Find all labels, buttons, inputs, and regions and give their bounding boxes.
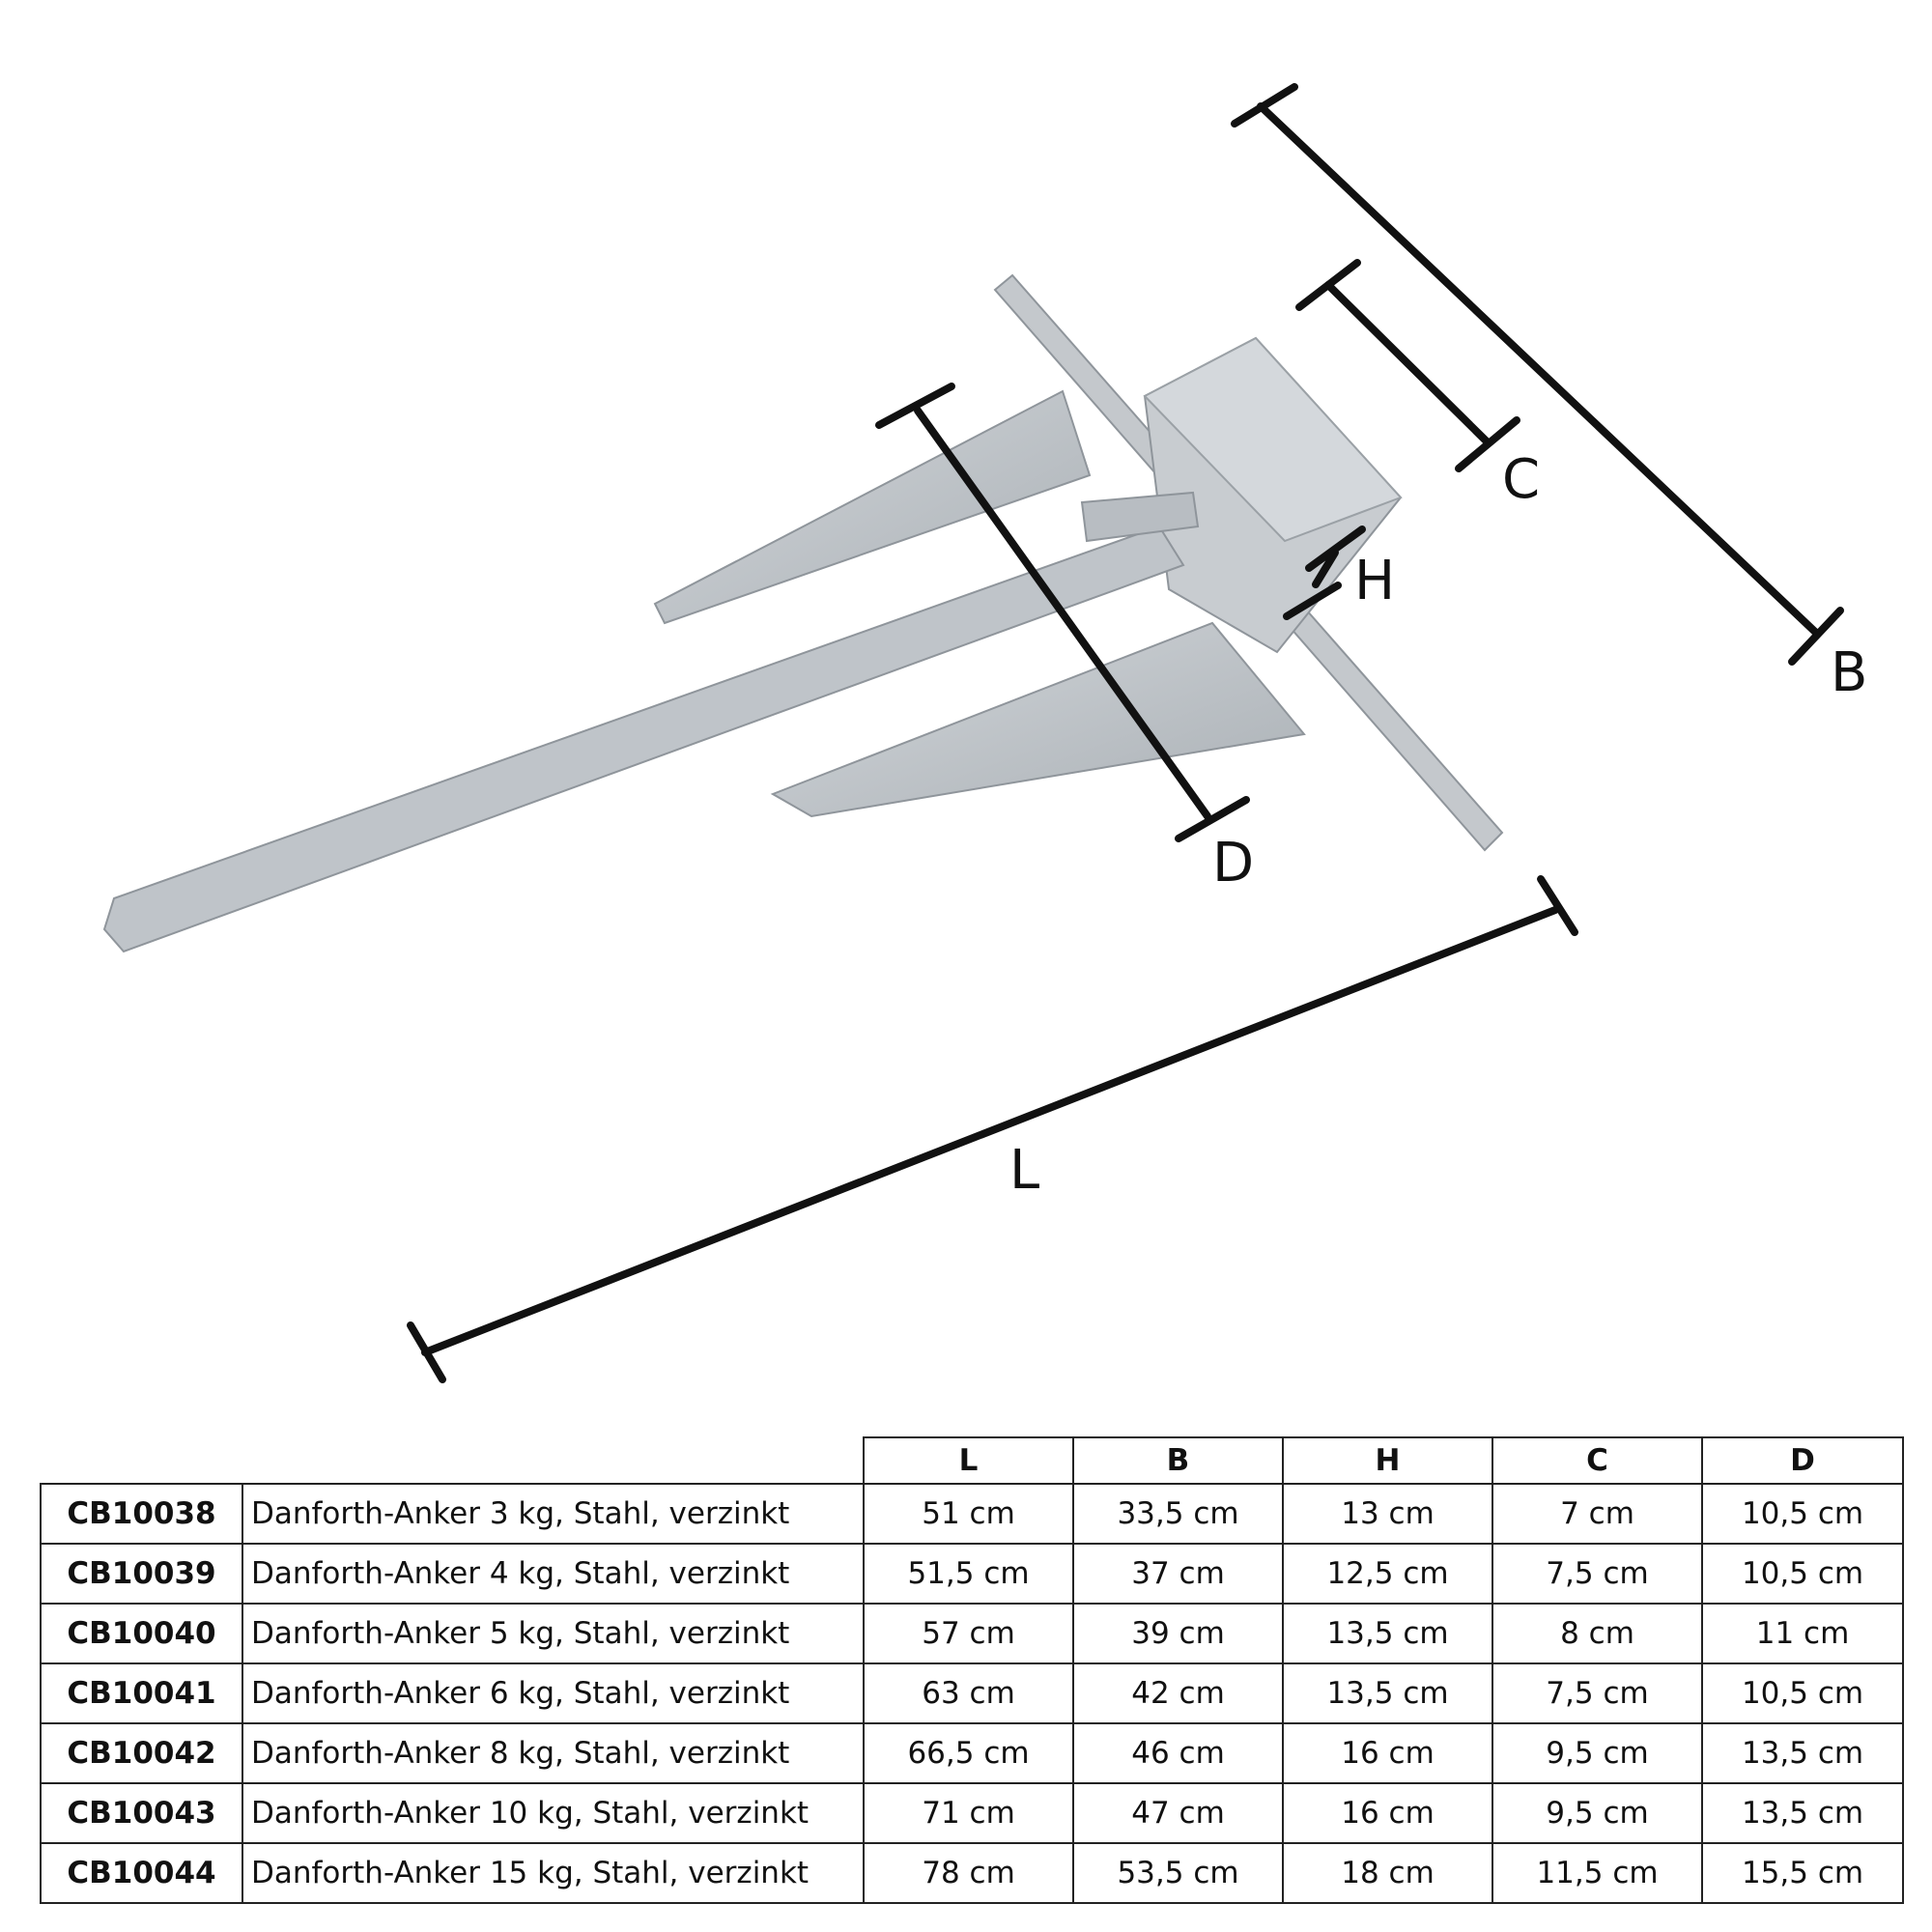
table-row: CB10038 Danforth-Anker 3 kg, Stahl, verz…	[40, 1483, 1904, 1545]
value-c: 7 cm	[1492, 1483, 1703, 1545]
anchor-spec-table: L B H C D CB10038 Danforth-Anker 3 kg, S…	[40, 1436, 1904, 1904]
value-b: 39 cm	[1072, 1603, 1284, 1664]
value-d: 10,5 cm	[1701, 1543, 1904, 1605]
value-c: 9,5 cm	[1492, 1722, 1703, 1784]
column-header-b: B	[1072, 1436, 1284, 1485]
value-h: 12,5 cm	[1282, 1543, 1493, 1605]
value-b: 33,5 cm	[1072, 1483, 1284, 1545]
product-description: Danforth-Anker 6 kg, Stahl, verzinkt	[242, 1662, 865, 1724]
dimension-label-d: D	[1212, 832, 1254, 895]
value-h: 13 cm	[1282, 1483, 1493, 1545]
dimension-d-tick-end	[1175, 796, 1250, 842]
column-header-c: C	[1492, 1436, 1703, 1485]
value-c: 9,5 cm	[1492, 1782, 1703, 1844]
dimension-b-line	[1257, 102, 1820, 637]
value-d: 11 cm	[1701, 1603, 1904, 1664]
value-b: 53,5 cm	[1072, 1842, 1284, 1904]
value-h: 16 cm	[1282, 1722, 1493, 1784]
table-row: CB10040 Danforth-Anker 5 kg, Stahl, verz…	[40, 1603, 1904, 1664]
table-row: CB10039 Danforth-Anker 4 kg, Stahl, verz…	[40, 1543, 1904, 1605]
dimension-l-tick-start	[407, 1321, 446, 1383]
value-l: 63 cm	[863, 1662, 1074, 1724]
dimension-l-tick-end	[1537, 875, 1578, 936]
table-row: CB10043 Danforth-Anker 10 kg, Stahl, ver…	[40, 1782, 1904, 1844]
product-code: CB10039	[40, 1543, 243, 1605]
dimension-label-b: B	[1831, 641, 1867, 704]
product-code: CB10043	[40, 1782, 243, 1844]
table-header-row: L B H C D	[41, 1436, 1904, 1485]
dimension-h-line	[1312, 549, 1339, 588]
product-description: Danforth-Anker 3 kg, Stahl, verzinkt	[242, 1483, 865, 1545]
table-row: CB10042 Danforth-Anker 8 kg, Stahl, verz…	[40, 1722, 1904, 1784]
value-d: 10,5 cm	[1701, 1483, 1904, 1545]
dimension-l-line	[421, 906, 1559, 1356]
dimension-lines	[407, 83, 1844, 1383]
header-blank-code	[41, 1437, 242, 1484]
value-b: 47 cm	[1072, 1782, 1284, 1844]
dimension-b-tick-end	[1788, 607, 1844, 666]
anchor-dimension-diagram: C H B D L	[102, 83, 1867, 1383]
product-code: CB10042	[40, 1722, 243, 1784]
danforth-anchor-illustration	[102, 273, 1504, 953]
product-description: Danforth-Anker 8 kg, Stahl, verzinkt	[242, 1722, 865, 1784]
value-d: 13,5 cm	[1701, 1722, 1904, 1784]
anchor-crown-top	[1143, 336, 1403, 543]
value-c: 11,5 cm	[1492, 1842, 1703, 1904]
value-l: 71 cm	[863, 1782, 1074, 1844]
table-row: CB10044 Danforth-Anker 15 kg, Stahl, ver…	[40, 1842, 1904, 1904]
product-code: CB10040	[40, 1603, 243, 1664]
anchor-lower-fluke	[770, 621, 1306, 818]
header-blank-description	[242, 1437, 864, 1484]
dimension-label-l: L	[1009, 1139, 1039, 1202]
value-l: 51 cm	[863, 1483, 1074, 1545]
column-header-l: L	[863, 1436, 1074, 1485]
product-description: Danforth-Anker 10 kg, Stahl, verzinkt	[242, 1782, 865, 1844]
value-h: 13,5 cm	[1282, 1603, 1493, 1664]
column-header-d: D	[1701, 1436, 1904, 1485]
value-h: 13,5 cm	[1282, 1662, 1493, 1724]
value-c: 7,5 cm	[1492, 1662, 1703, 1724]
dimension-c-tick-start	[1295, 259, 1361, 311]
value-l: 78 cm	[863, 1842, 1074, 1904]
dimension-c-line	[1324, 281, 1492, 446]
anchor-shank	[102, 525, 1185, 953]
dimension-d-line	[914, 407, 1211, 820]
product-description: Danforth-Anker 15 kg, Stahl, verzinkt	[242, 1842, 865, 1904]
product-description: Danforth-Anker 4 kg, Stahl, verzinkt	[242, 1543, 865, 1605]
dimension-h-tick-end	[1283, 582, 1342, 620]
anchor-shank-arm	[1080, 491, 1200, 543]
value-b: 37 cm	[1072, 1543, 1284, 1605]
value-d: 10,5 cm	[1701, 1662, 1904, 1724]
value-c: 7,5 cm	[1492, 1543, 1703, 1605]
value-b: 46 cm	[1072, 1722, 1284, 1784]
dimension-d-tick-start	[875, 383, 955, 429]
dimension-h-tick-start	[1305, 526, 1366, 572]
table-row: CB10041 Danforth-Anker 6 kg, Stahl, verz…	[40, 1662, 1904, 1724]
value-l: 51,5 cm	[863, 1543, 1074, 1605]
value-h: 18 cm	[1282, 1842, 1493, 1904]
value-h: 16 cm	[1282, 1782, 1493, 1844]
value-d: 15,5 cm	[1701, 1842, 1904, 1904]
dimension-label-c: C	[1502, 448, 1540, 511]
product-code: CB10038	[40, 1483, 243, 1545]
anchor-upper-fluke	[653, 389, 1092, 625]
value-c: 8 cm	[1492, 1603, 1703, 1664]
dimension-c-tick-end	[1455, 416, 1520, 472]
column-header-h: H	[1282, 1436, 1493, 1485]
product-description: Danforth-Anker 5 kg, Stahl, verzinkt	[242, 1603, 865, 1664]
product-code: CB10041	[40, 1662, 243, 1724]
value-l: 57 cm	[863, 1603, 1074, 1664]
value-l: 66,5 cm	[863, 1722, 1074, 1784]
dimension-b-tick-start	[1231, 83, 1298, 128]
product-code: CB10044	[40, 1842, 243, 1904]
value-d: 13,5 cm	[1701, 1782, 1904, 1844]
value-b: 42 cm	[1072, 1662, 1284, 1724]
dimension-label-h: H	[1354, 550, 1395, 612]
